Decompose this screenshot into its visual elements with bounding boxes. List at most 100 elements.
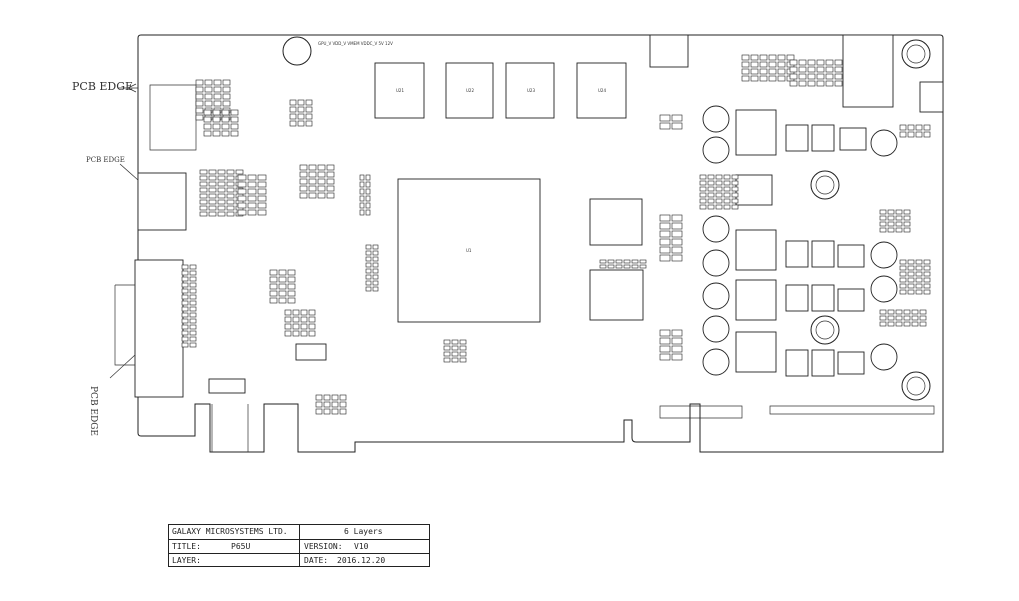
component-pad: [659, 238, 671, 246]
component-pad: [899, 277, 907, 283]
component-pad: [607, 264, 615, 269]
component-pad: [339, 394, 347, 401]
component-pad: [339, 408, 347, 415]
component-pad: [723, 198, 731, 204]
component-pad: [707, 204, 715, 210]
component-pad: [257, 188, 267, 195]
component-pad: [915, 271, 923, 277]
component-pad: [451, 357, 459, 363]
component-pad: [292, 316, 300, 323]
component-pad: [459, 345, 467, 351]
component-pad: [181, 264, 189, 270]
component-pad: [365, 280, 372, 286]
component-pad: [915, 131, 923, 138]
component-pad: [699, 186, 707, 192]
component-pad: [731, 204, 739, 210]
component-pad: [213, 100, 222, 107]
component-pad: [181, 318, 189, 324]
mounting-hole-mid-1-inner: [815, 175, 835, 195]
component-pad: [887, 315, 895, 321]
mounting-hole-mid-2: [810, 315, 840, 345]
component-pad: [895, 315, 903, 321]
title-block-row-3: LAYER: DATE: 2016.12.20: [169, 553, 429, 567]
mosfets: [785, 124, 867, 377]
component-pad: [204, 79, 213, 86]
component-pad: [887, 227, 895, 233]
component-pad: [237, 195, 247, 202]
component-pad: [326, 185, 335, 192]
component-pad: [707, 186, 715, 192]
component-pad: [199, 193, 208, 199]
component-pad: [217, 205, 226, 211]
component-pad: [181, 306, 189, 312]
component-pad: [247, 174, 257, 181]
component-pad: [323, 401, 331, 408]
component-pad: [305, 99, 313, 106]
component-pad: [723, 204, 731, 210]
component-pad: [195, 93, 204, 100]
component-pad: [326, 192, 335, 199]
component-pad: [372, 244, 379, 250]
component-pad: [189, 306, 197, 312]
company-name: GALAXY MICROSYSTEMS LTD.: [172, 527, 288, 536]
component-pad: [208, 199, 217, 205]
component-pad: [226, 187, 235, 193]
component-pad: [899, 124, 907, 131]
power-connector: [649, 34, 689, 68]
component-pad: [257, 209, 267, 216]
component-pad: [305, 113, 313, 120]
component-pad: [323, 394, 331, 401]
component-pad: [659, 114, 671, 122]
component-pad: [372, 268, 379, 274]
component-pad: [300, 330, 308, 337]
component-pad: [181, 330, 189, 336]
connector-j3-outline: [149, 84, 197, 151]
component-pad: [195, 100, 204, 107]
connector-j2: [134, 259, 184, 398]
component-pad: [226, 205, 235, 211]
component-pad: [305, 106, 313, 113]
component-pad: [899, 283, 907, 289]
component-pad: [907, 131, 915, 138]
component-pad: [226, 199, 235, 205]
component-pad: [750, 75, 759, 82]
component-pad: [195, 107, 204, 114]
component-pad: [257, 195, 267, 202]
component-pad: [289, 106, 297, 113]
component-pad: [699, 198, 707, 204]
component-pad: [715, 192, 723, 198]
component-pad: [879, 315, 887, 321]
title-label: TITLE:: [172, 542, 201, 551]
component-pad: [707, 180, 715, 186]
component-pad: [807, 66, 816, 73]
component-pad: [204, 100, 213, 107]
component-pad: [659, 230, 671, 238]
component-pad: [777, 75, 786, 82]
component-pad: [287, 290, 296, 297]
component-pad: [671, 353, 683, 361]
mounting-hole-mid-2-inner: [815, 320, 835, 340]
component-pad: [217, 175, 226, 181]
component-pad: [731, 180, 739, 186]
component-pad: [300, 323, 308, 330]
component-pad: [907, 283, 915, 289]
component-pad: [741, 54, 750, 61]
component-pad: [723, 174, 731, 180]
component-pad: [372, 256, 379, 262]
component-pad: [269, 290, 278, 297]
date-value: 2016.12.20: [337, 556, 386, 565]
component-pad: [213, 93, 222, 100]
component-pad: [289, 99, 297, 106]
component-pad: [299, 178, 308, 185]
component-pad: [212, 130, 221, 137]
component-pad: [903, 221, 911, 227]
component-pad: [459, 357, 467, 363]
component-pad: [221, 130, 230, 137]
component-pad: [895, 309, 903, 315]
component-pad: [789, 59, 798, 66]
component-pad: [671, 345, 683, 353]
component-pad: [222, 79, 231, 86]
component-pad: [671, 329, 683, 337]
component-pad: [786, 54, 795, 61]
component-pad: [759, 61, 768, 68]
